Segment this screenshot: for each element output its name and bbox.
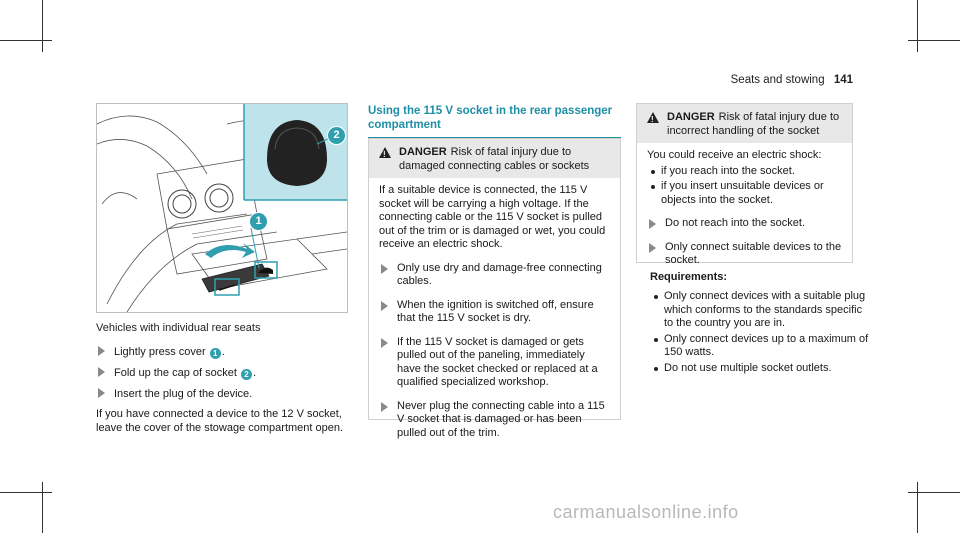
danger-step: Never plug the connecting cable into a 1… (379, 400, 610, 441)
step-arrow-icon (381, 337, 388, 348)
danger-step: Do not reach into the socket. (647, 217, 842, 231)
socket-illustration: 2 1 (96, 103, 348, 313)
step-text: Fold up the cap of socket (114, 367, 240, 379)
crop-mark (908, 40, 960, 41)
danger-intro: You could receive an electric shock: (647, 149, 822, 161)
requirement-item: Only connect devices with a suitable plu… (650, 290, 870, 331)
step-item: Lightly press cover 1. (96, 345, 356, 359)
danger-step: When the ignition is switched off, ensur… (379, 299, 610, 326)
step-arrow-icon (381, 300, 388, 311)
requirement-item: Do not use multiple socket outlets. (650, 362, 870, 376)
page-number: 141 (833, 74, 853, 86)
danger-step-text: If the 115 V socket is damaged or gets p… (397, 335, 598, 389)
crop-mark (917, 482, 918, 533)
watermark: carmanualsonline.info (553, 502, 739, 522)
step-arrow-icon (381, 263, 388, 274)
danger-step-text: Do not reach into the socket. (665, 217, 806, 229)
warning-triangle-icon (647, 112, 659, 127)
step-text: Insert the plug of the device. (114, 388, 253, 400)
danger-label: DANGER (667, 111, 715, 123)
requirements-title: Requirements: (650, 271, 728, 283)
page-header: Seats and stowing 141 (600, 74, 853, 86)
header-section: Seats and stowing (730, 74, 825, 86)
danger-headline: Risk of fatal injury due to incorrect ha… (667, 111, 840, 137)
danger-step-text: Never plug the connecting cable into a 1… (397, 399, 605, 439)
danger-label: DANGER (399, 146, 447, 158)
step-item: Fold up the cap of socket 2. (96, 366, 356, 380)
figure-marker-1: 1 (249, 212, 268, 231)
step-text: Lightly press cover (114, 346, 209, 358)
callout-marker: 1 (209, 348, 221, 359)
left-steps: Lightly press cover 1. Fold up the cap o… (96, 345, 356, 435)
crop-mark (0, 492, 52, 493)
step-arrow-icon (98, 388, 105, 398)
step-arrow-icon (98, 367, 105, 377)
warning-triangle-icon (379, 147, 391, 162)
step-item: Insert the plug of the device. (96, 387, 356, 401)
danger-step-text: Only connect suitable devices to the soc… (665, 240, 842, 267)
danger-step-text: When the ignition is switched off, ensur… (397, 298, 594, 325)
danger-step: Only connect suitable devices to the soc… (647, 241, 842, 268)
danger-bullet: if you insert unsuitable devices or obje… (647, 180, 842, 207)
rear-console-drawing (97, 104, 347, 312)
danger-intro: If a suitable device is connected, the 1… (379, 184, 606, 250)
requirements-list: Only connect devices with a suitable plu… (650, 288, 870, 375)
crop-mark (908, 492, 960, 493)
danger-bullet: if you reach into the socket. (647, 165, 842, 179)
step-arrow-icon (381, 401, 388, 412)
crop-mark (42, 0, 43, 52)
danger-headline: Risk of fatal injury due to damaged conn… (399, 146, 590, 172)
step-text-end: . (252, 367, 257, 379)
danger-step: If the 115 V socket is damaged or gets p… (379, 336, 610, 390)
step-text-end: . (221, 346, 225, 358)
crop-mark (917, 0, 918, 52)
crop-mark (42, 482, 43, 533)
figure-caption: Vehicles with individual rear seats (96, 322, 261, 334)
section-title: Using the 115 V socket in the rear passe… (368, 104, 621, 138)
figure-marker-2: 2 (327, 126, 346, 145)
danger-step-text: Only use dry and damage-free connecting … (397, 261, 602, 288)
requirement-item: Only connect devices up to a maximum of … (650, 333, 870, 360)
step-arrow-icon (649, 242, 656, 253)
danger-step: Only use dry and damage-free connecting … (379, 262, 610, 289)
step-arrow-icon (98, 346, 105, 356)
danger-body: If a suitable device is connected, the 1… (369, 178, 620, 448)
crop-mark (0, 40, 52, 41)
callout-marker: 2 (240, 369, 252, 380)
danger-body: You could receive an electric shock: if … (637, 143, 852, 276)
step-arrow-icon (649, 219, 656, 229)
left-paragraph: If you have connected a device to the 12… (96, 408, 344, 434)
